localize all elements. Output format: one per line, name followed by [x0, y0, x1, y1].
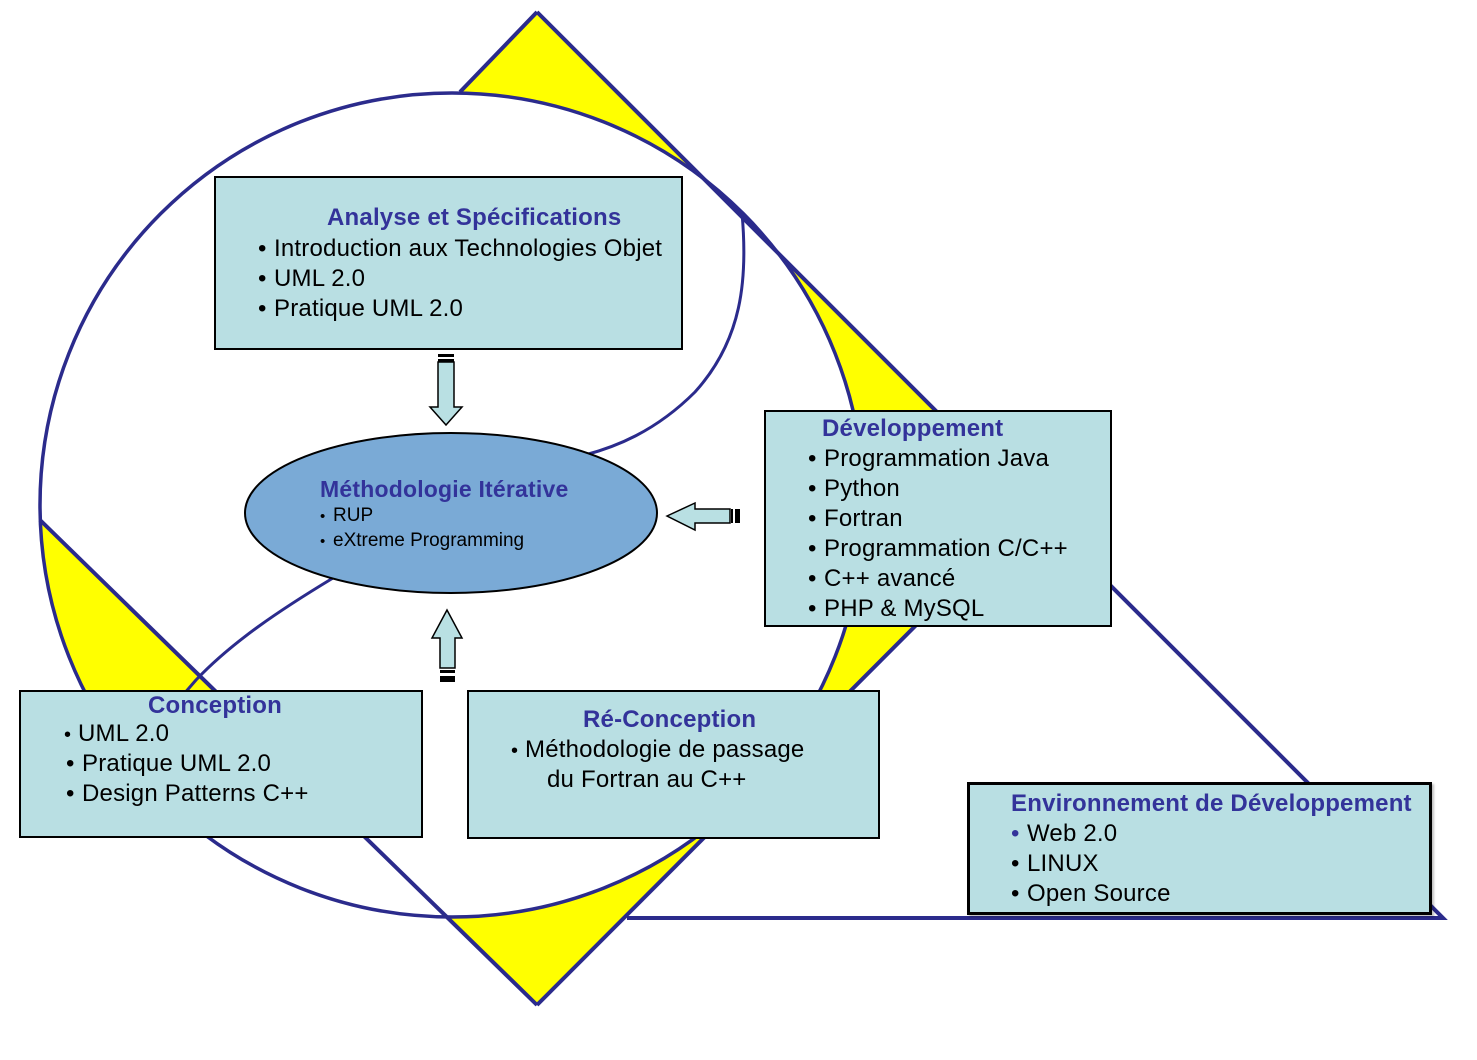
list-item-text: Pratique UML 2.0 [274, 295, 464, 322]
bullet-icon [808, 504, 824, 534]
triangle-outline [535, 10, 1448, 920]
list-item: UML 2.0 [64, 719, 169, 749]
list-item-text: Open Source [1027, 880, 1171, 907]
arrow-up-from-reconception [430, 608, 464, 682]
list-item: Programmation Java [808, 444, 1049, 474]
bullet-icon [808, 534, 824, 564]
box-conception: Conception UML 2.0 Pratique UML 2.0 Desi… [19, 690, 423, 838]
list-item: Programmation C/C++ [808, 534, 1068, 564]
list-item: Pratique UML 2.0 [258, 294, 463, 324]
center-title: Méthodologie Itérative [320, 476, 569, 502]
box-reconception: Ré-Conception Méthodologie de passage du… [467, 690, 880, 839]
list-item-text: Web 2.0 [1027, 820, 1118, 847]
list-item-text: UML 2.0 [274, 265, 366, 292]
box-title: Conception [148, 692, 282, 719]
center-item-text: RUP [333, 505, 374, 526]
bullet-icon [258, 234, 274, 264]
list-item: LINUX [1011, 849, 1099, 879]
bullet-icon [320, 529, 333, 554]
list-item: Pratique UML 2.0 [66, 749, 271, 779]
bullet-icon [258, 264, 274, 294]
list-item-continuation: du Fortran au C++ [547, 766, 747, 793]
bullet-icon [258, 294, 274, 324]
bullet-icon [808, 564, 824, 594]
list-item: Web 2.0 [1011, 819, 1117, 849]
list-item-text: Méthodologie de passage [525, 736, 805, 763]
list-item-text: Programmation C/C++ [824, 535, 1068, 562]
bullet-icon [66, 749, 82, 779]
list-item: UML 2.0 [258, 264, 365, 294]
list-item-text: UML 2.0 [78, 720, 170, 747]
list-item: Introduction aux Technologies Objet [258, 234, 662, 264]
center-item: RUP [320, 503, 373, 528]
bullet-icon [64, 720, 78, 750]
box-title: Développement [822, 415, 1004, 442]
box-title: Ré-Conception [583, 706, 757, 733]
list-item: PHP & MySQL [808, 594, 984, 624]
bullet-icon [66, 779, 82, 809]
list-item-text: Programmation Java [824, 445, 1050, 472]
bullet-icon [1011, 879, 1027, 909]
list-item: C++ avancé [808, 564, 955, 594]
bullet-icon [320, 504, 333, 529]
bullet-icon [511, 736, 525, 766]
list-item-text: Python [824, 475, 900, 502]
bullet-icon [808, 474, 824, 504]
list-item-text: Design Patterns C++ [82, 780, 309, 807]
center-item-text: eXtreme Programming [333, 530, 525, 551]
box-environnement: Environnement de Développement Web 2.0 L… [967, 782, 1432, 915]
list-item-text: LINUX [1027, 850, 1099, 877]
bullet-icon [808, 594, 824, 624]
box-analyse: Analyse et Spécifications Introduction a… [214, 176, 683, 350]
list-item-text: Introduction aux Technologies Objet [274, 235, 663, 262]
box-developpement: Développement Programmation Java Python … [764, 410, 1112, 627]
list-item: Fortran [808, 504, 903, 534]
list-item-text: C++ avancé [824, 565, 956, 592]
list-item: Open Source [1011, 879, 1171, 909]
bullet-icon [1011, 849, 1027, 879]
box-title: Environnement de Développement [1011, 790, 1412, 817]
center-item: eXtreme Programming [320, 528, 524, 553]
list-item: Design Patterns C++ [66, 779, 309, 809]
list-item-text: Pratique UML 2.0 [82, 750, 272, 777]
box-title: Analyse et Spécifications [327, 204, 622, 231]
list-item: Python [808, 474, 900, 504]
list-item-text: Fortran [824, 505, 903, 532]
arrow-left-from-developpement [665, 501, 740, 532]
bullet-icon [1011, 819, 1027, 849]
arrow-down-from-analyse [428, 354, 464, 427]
bullet-icon [808, 444, 824, 474]
list-item-text: PHP & MySQL [824, 595, 985, 622]
diamond-top-left-edge [458, 10, 539, 94]
list-item: Méthodologie de passage [511, 735, 804, 765]
central-ellipse [244, 432, 658, 594]
